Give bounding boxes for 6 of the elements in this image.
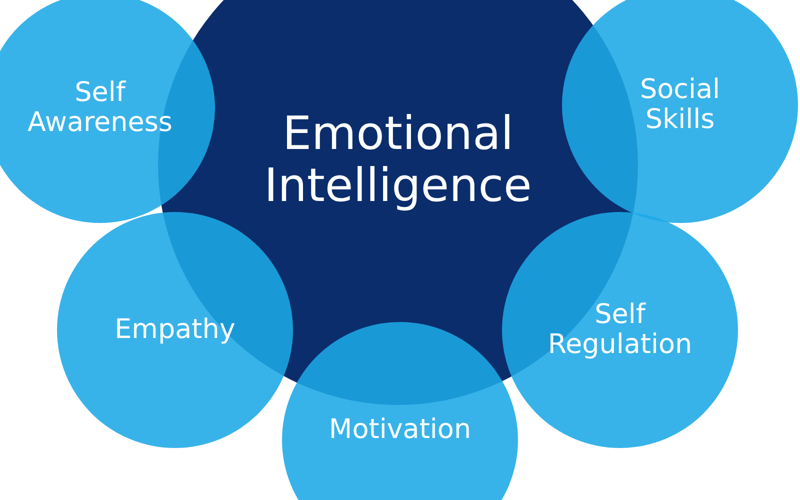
circle-label: Social Skills — [638, 74, 722, 136]
circle-label: Empathy — [114, 314, 236, 346]
circle-label: Self Regulation — [546, 300, 694, 360]
circle-label: Emotional Intelligence — [263, 108, 533, 212]
circle-label: Motivation — [328, 414, 472, 446]
circle-label: Self Awareness — [26, 78, 174, 138]
